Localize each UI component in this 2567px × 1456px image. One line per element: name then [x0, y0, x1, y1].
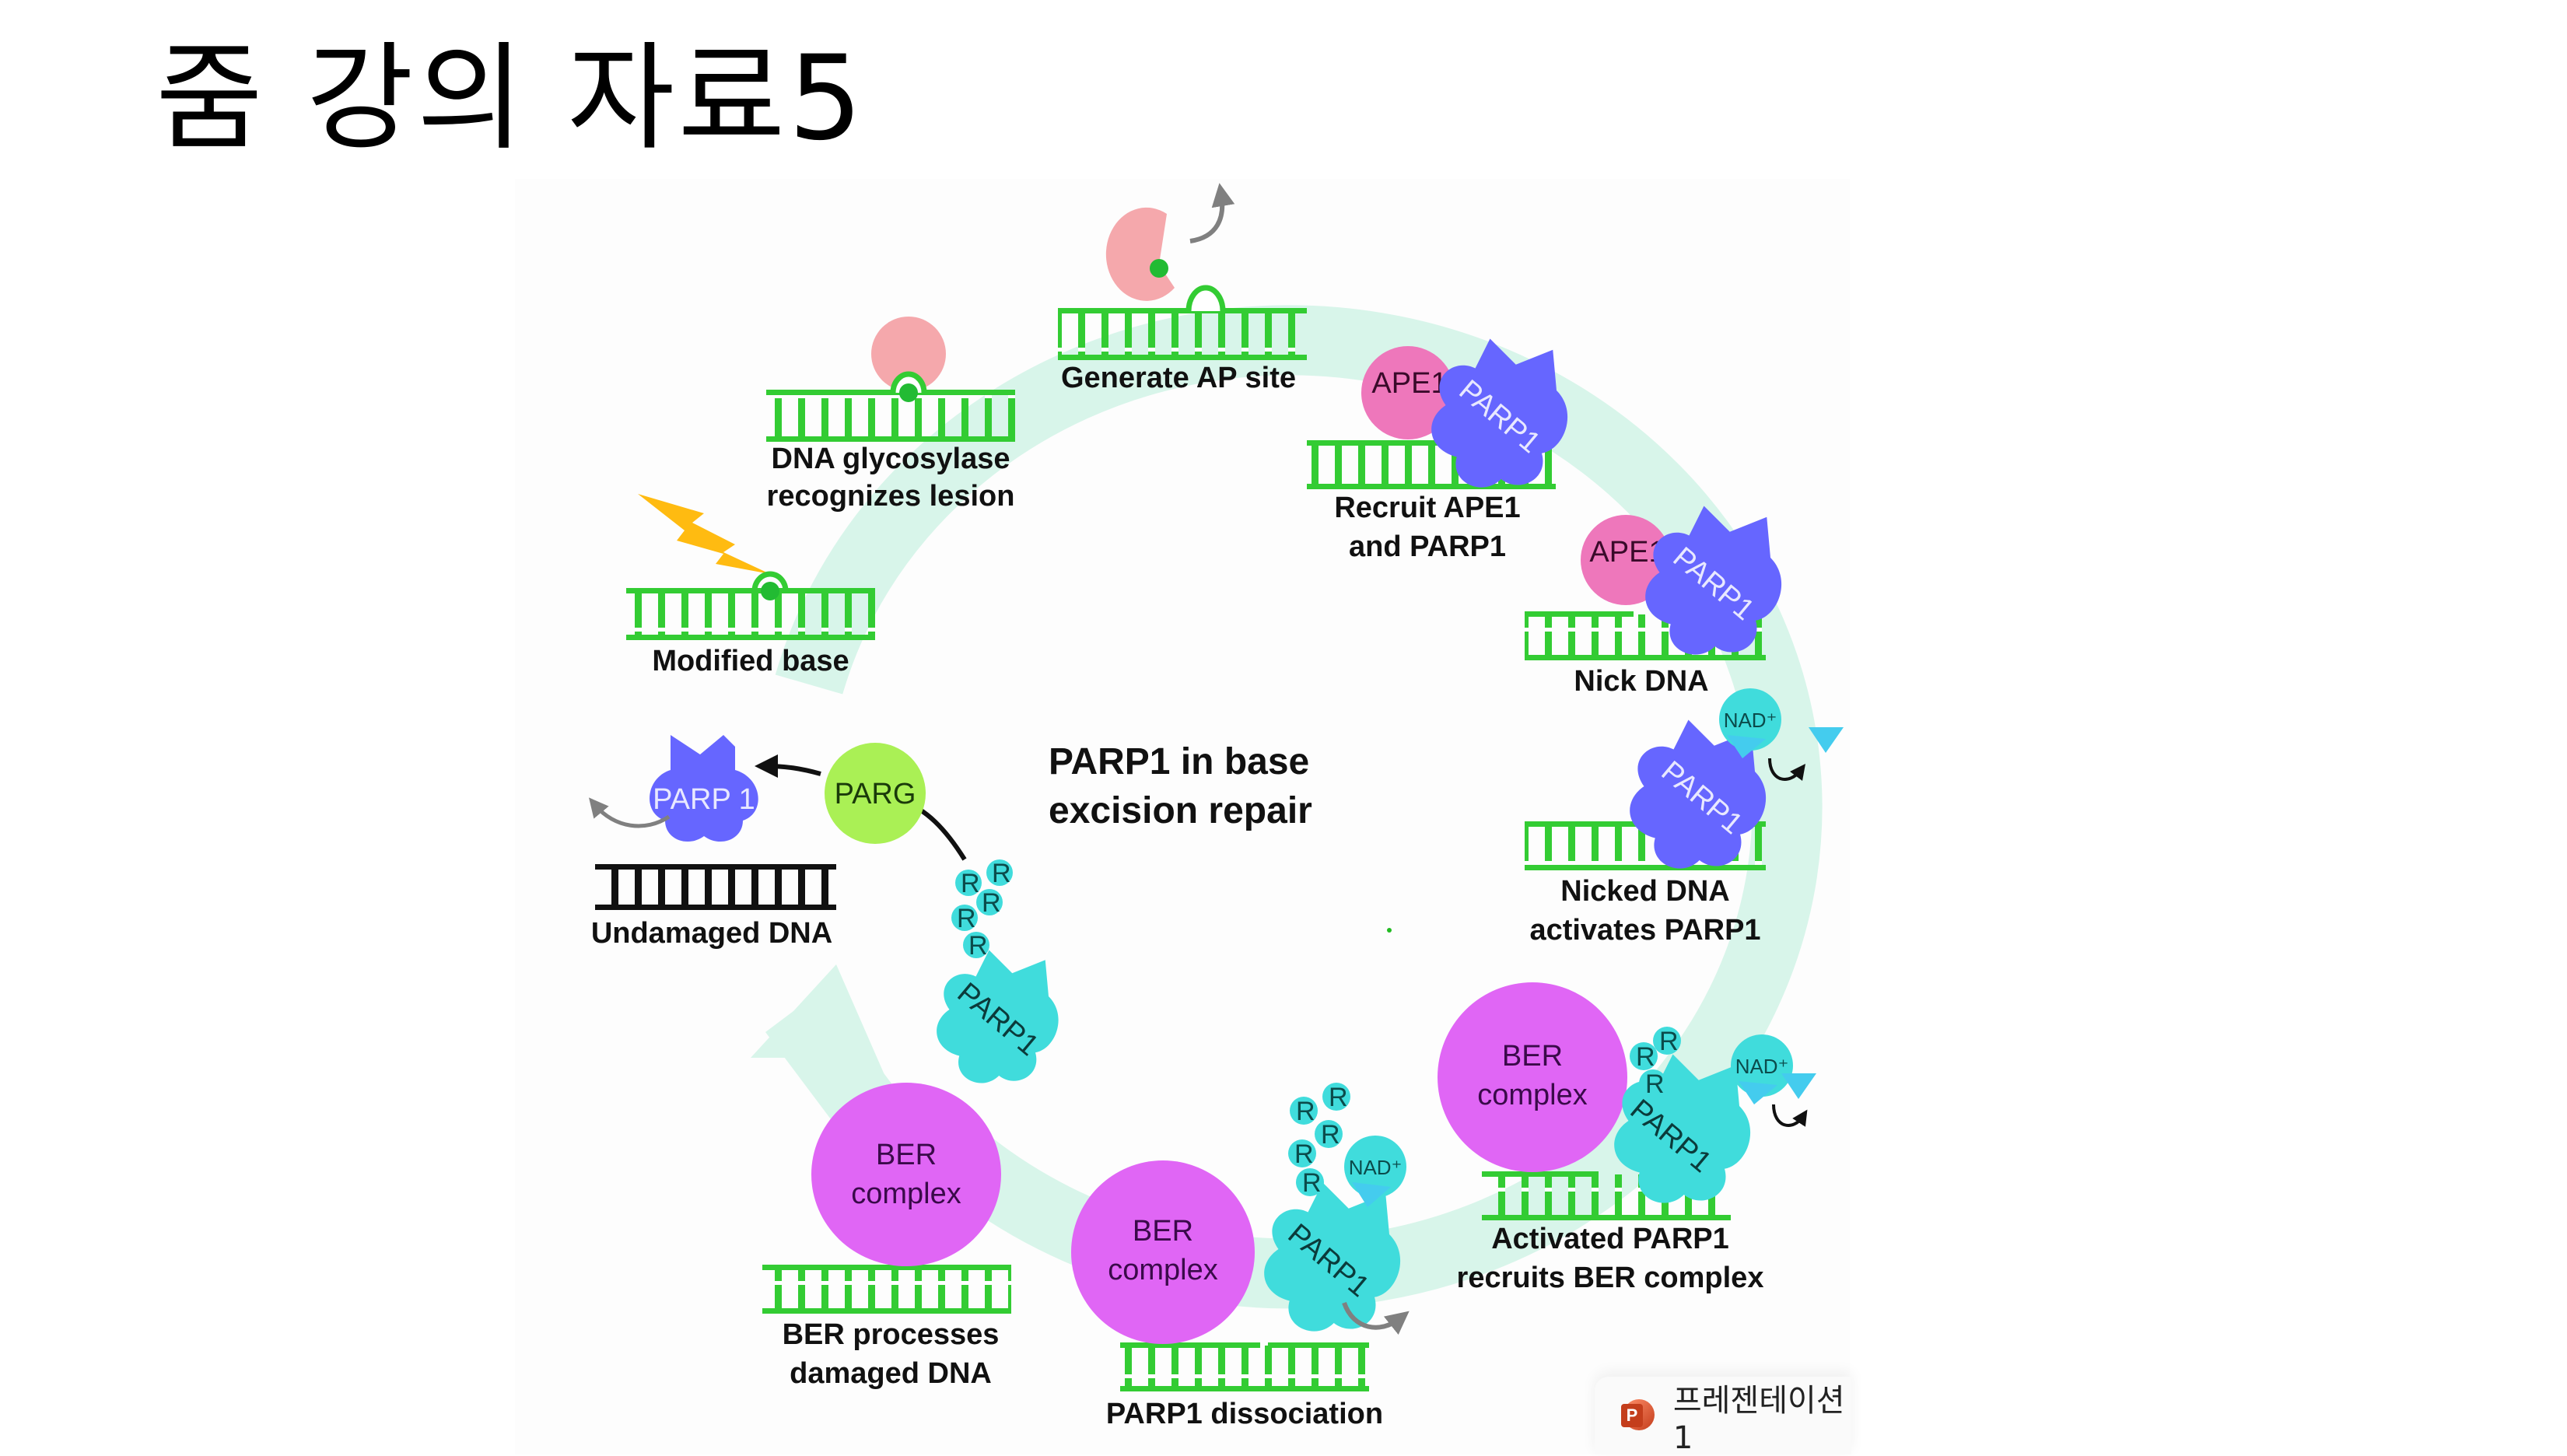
glycosylase-protein	[871, 317, 946, 391]
step-glycosylase: DNA glycosylase recognizes lesion	[766, 317, 1015, 513]
r-unit: R	[1321, 1120, 1340, 1150]
lesion-base-icon	[761, 582, 779, 600]
dna-strand	[766, 393, 1015, 439]
powerpoint-icon: P	[1621, 1398, 1655, 1433]
parg-arrow-icon	[755, 754, 821, 779]
step-label: BER processes	[783, 1318, 1000, 1351]
dna-strand	[1120, 1346, 1369, 1388]
step-activates: PARP1 NAD⁺ Nicked DNA activates PARP1	[1525, 688, 1844, 947]
ape1-label: APE1	[1371, 367, 1447, 400]
r-unit: R	[1296, 1097, 1315, 1126]
release-arrow-icon	[588, 797, 671, 828]
step-label: Nick DNA	[1574, 665, 1708, 698]
ape1-protein	[1581, 515, 1671, 605]
release-arrow-icon	[1189, 183, 1235, 243]
glycosylase-protein	[1105, 207, 1175, 301]
r-unit: R	[992, 859, 1011, 888]
center-title-line1: PARP1 in base	[1049, 741, 1309, 782]
step-label: Recruit APE1	[1334, 492, 1520, 524]
window-title: 프레젠테이션1	[1672, 1383, 1845, 1456]
step-label: damaged DNA	[790, 1357, 992, 1390]
step-label: DNA glycosylase	[772, 443, 1010, 475]
nad-molecule	[1344, 1136, 1406, 1198]
ber-complex	[811, 1083, 1001, 1266]
r-unit: R	[982, 888, 1001, 918]
step-recruit: APE1 PARP1 Recruit APE1 and PARP1	[1307, 338, 1568, 563]
cycle-arrow-stem	[765, 990, 891, 1125]
r-unit: R	[961, 869, 980, 898]
r-unit: R	[1329, 1083, 1348, 1112]
nad-molecule	[1719, 688, 1781, 751]
step-label: and PARP1	[1349, 530, 1506, 563]
r-unit: R	[1294, 1139, 1314, 1169]
dissociation-arrow-icon	[1342, 1301, 1410, 1335]
parp1-label: PARP 1	[653, 783, 755, 816]
ape1-protein	[1361, 346, 1455, 439]
step-label: Generate AP site	[1061, 362, 1296, 394]
ber-label: BER	[1133, 1215, 1193, 1248]
ape1-label: APE1	[1589, 536, 1665, 569]
ber-label: BER	[876, 1139, 937, 1171]
excised-base-icon	[1150, 259, 1168, 278]
nad-triangle-icon	[1809, 727, 1844, 753]
step-label: PARP1 dissociation	[1106, 1398, 1383, 1430]
r-unit: R	[968, 931, 988, 961]
step-label: activates PARP1	[1529, 914, 1760, 947]
ber-label: complex	[851, 1178, 961, 1210]
stray-dot	[1387, 928, 1392, 933]
dna-strand	[1058, 311, 1307, 358]
nad-label: NAD⁺	[1724, 709, 1777, 732]
taskbar-window-tag[interactable]: P 프레젠테이션1	[1595, 1377, 1851, 1456]
parg-label: PARG	[835, 778, 916, 810]
par-chain: R R R R R	[1288, 1083, 1350, 1198]
cleave-arrow-icon	[1772, 1104, 1808, 1127]
step-ap-site: Generate AP site	[1058, 183, 1307, 394]
slide-title: 줌 강의 자료5	[156, 31, 866, 166]
nad-triangle-icon	[1781, 1073, 1816, 1099]
step-dissociation: BER complex PARP1 R R R R R NAD⁺ PARP1 d…	[1071, 1083, 1410, 1430]
dna-strand-undamaged	[595, 867, 836, 908]
lesion-base-icon	[899, 383, 918, 402]
center-title-line2: excision repair	[1049, 790, 1312, 831]
step-label: Activated PARP1	[1491, 1223, 1729, 1255]
ber-label: BER	[1502, 1040, 1563, 1073]
r-unit: R	[1645, 1069, 1665, 1099]
dna-strand	[626, 591, 875, 638]
parp1-inactive-protein: PARP 1	[650, 735, 758, 842]
dna-strand	[762, 1268, 1011, 1311]
step-label: Undamaged DNA	[591, 917, 832, 950]
r-unit: R	[1302, 1168, 1322, 1198]
step-label: Nicked DNA	[1560, 875, 1730, 908]
r-unit: R	[957, 904, 976, 933]
r-unit: R	[1659, 1027, 1679, 1056]
lightning-icon	[638, 494, 770, 574]
ber-complex	[1071, 1160, 1255, 1344]
par-chain: R R R R R	[951, 859, 1013, 961]
ber-label: complex	[1108, 1254, 1218, 1286]
nad-label: NAD⁺	[1735, 1055, 1789, 1078]
step-nick: APE1 PARP1 Nick DNA	[1525, 506, 1782, 698]
nad-label: NAD⁺	[1349, 1156, 1403, 1179]
step-label: recruits BER complex	[1457, 1262, 1764, 1294]
step-label: recognizes lesion	[767, 480, 1015, 513]
step-undamaged: PARG PARP 1 Undamaged DNA	[588, 735, 967, 950]
cleave-arrow-icon	[1768, 758, 1806, 782]
ber-complex	[1438, 982, 1627, 1172]
nad-molecule	[1731, 1034, 1793, 1097]
step-ber-processes: BER complex PARP1 R R R R R BER processe…	[762, 859, 1059, 1390]
step-modified-base: Modified base	[626, 494, 875, 677]
step-label: Modified base	[652, 645, 849, 677]
ber-label: complex	[1477, 1079, 1588, 1111]
step-recruits-ber: BER complex PARP1 R R R NAD⁺ Activated P…	[1438, 982, 1816, 1294]
par-chain: R R R	[1630, 1027, 1681, 1099]
powerpoint-icon-letter: P	[1621, 1404, 1643, 1427]
parg-protein	[825, 743, 926, 844]
r-unit: R	[1636, 1042, 1655, 1072]
